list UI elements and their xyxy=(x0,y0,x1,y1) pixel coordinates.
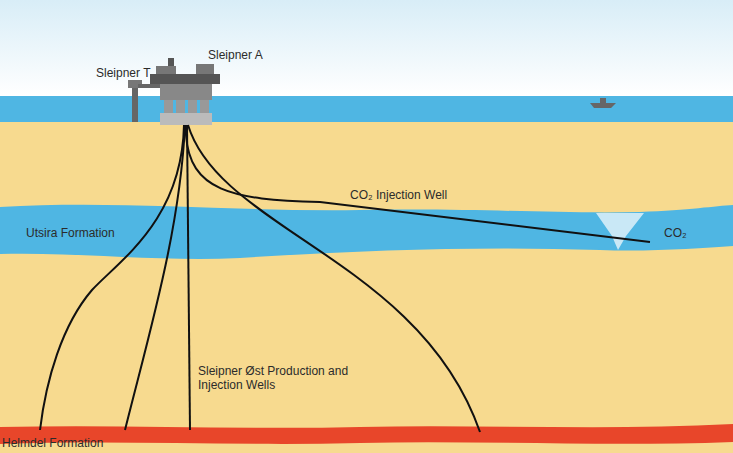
sea xyxy=(0,96,733,122)
ship xyxy=(590,98,616,108)
well-label: CO₂ Injection Well xyxy=(350,188,447,202)
well xyxy=(187,125,190,430)
formation-label: Utsira Formation xyxy=(26,226,115,240)
platform-label: Sleipner A xyxy=(208,48,263,62)
wells xyxy=(40,125,650,432)
well xyxy=(40,125,184,430)
well xyxy=(188,125,480,432)
sky xyxy=(0,0,733,96)
seabed xyxy=(0,122,733,453)
formation-label: Helmdel Formation xyxy=(2,436,103,450)
well-label: Sleipner Øst Production and Injection We… xyxy=(198,364,383,392)
co2-plume xyxy=(596,213,644,250)
platform-label: Sleipner T xyxy=(96,66,150,80)
utsira-band xyxy=(0,205,733,259)
well xyxy=(125,125,185,430)
co2-injection-well xyxy=(186,125,650,242)
helmdel-band xyxy=(0,424,733,444)
co2-label: CO₂ xyxy=(664,226,687,240)
